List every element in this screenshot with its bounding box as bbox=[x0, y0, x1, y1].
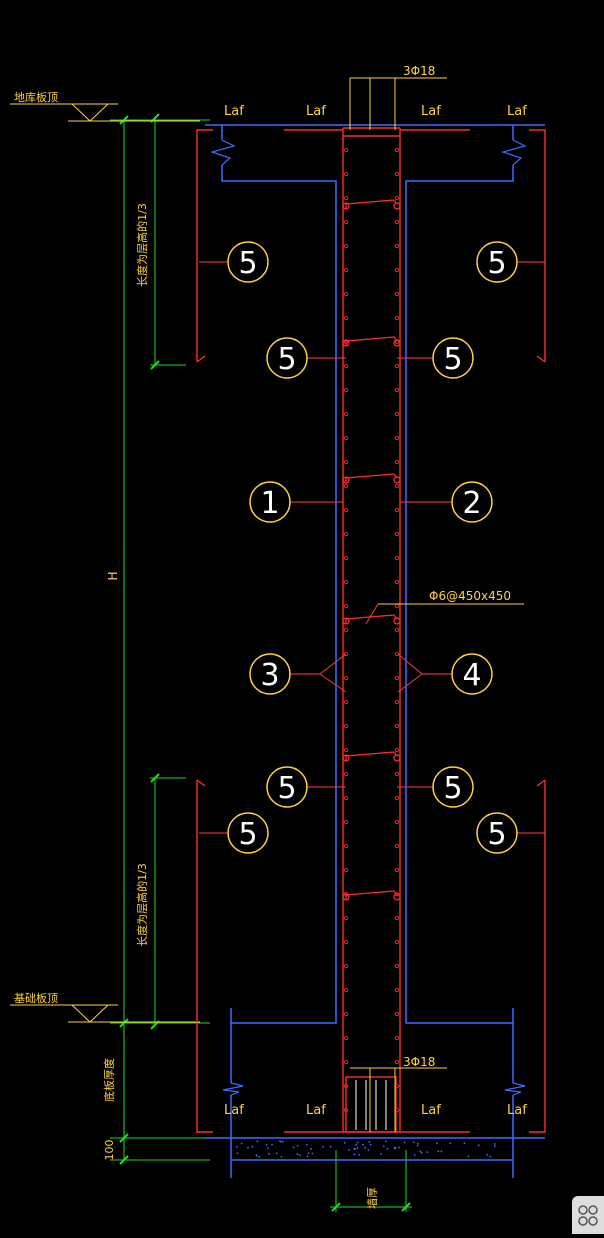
height-label: H bbox=[106, 571, 120, 580]
callout-circle-5-top-left: 5 bbox=[227, 241, 269, 283]
laf-label-bottom-1: Laf bbox=[224, 1103, 244, 1118]
callout-circle-5-bottom-right: 5 bbox=[476, 812, 518, 854]
svg-text:5: 5 bbox=[443, 342, 462, 377]
callout-circle-5-mid-left-upper: 5 bbox=[266, 337, 308, 379]
bottom-rebar-label: 3Φ18 bbox=[403, 1055, 435, 1069]
foundation-top-label: 基础板顶 bbox=[14, 991, 58, 1005]
callout-leaders bbox=[199, 261, 545, 834]
base-thickness-label: 底板厚度 bbox=[102, 1058, 116, 1102]
rebar-hatch bbox=[355, 1080, 387, 1130]
svg-text:4: 4 bbox=[462, 658, 481, 693]
upper-length-note: 长度为层高的1/3 bbox=[135, 203, 149, 287]
callout-circle-5-bottom-left: 5 bbox=[227, 812, 269, 854]
svg-text:5: 5 bbox=[238, 246, 257, 281]
callout-circle-5-mid-left-lower: 5 bbox=[266, 766, 308, 808]
callout-circle-4: 4 bbox=[451, 653, 493, 695]
base-100-label: 100 bbox=[103, 1140, 116, 1161]
top-rebar-label: 3Φ18 bbox=[403, 64, 435, 78]
callout-circle-3: 3 bbox=[249, 653, 291, 695]
laf-label-top-4: Laf bbox=[507, 104, 527, 119]
rebar-dots bbox=[343, 147, 399, 1113]
callout-circle-1: 1 bbox=[249, 481, 291, 523]
spec-leaders bbox=[349, 77, 524, 1132]
blinding-concrete-dots bbox=[236, 1140, 496, 1158]
slab-lines bbox=[205, 124, 545, 1178]
grid-icon[interactable] bbox=[572, 1196, 604, 1234]
callout-circle-5-mid-right-upper: 5 bbox=[432, 337, 474, 379]
level-symbol-bottom bbox=[10, 1004, 200, 1023]
svg-text:5: 5 bbox=[487, 817, 506, 852]
wall-rebar bbox=[196, 127, 546, 1133]
svg-text:1: 1 bbox=[260, 486, 279, 521]
tie-spec-label: Φ6@450x450 bbox=[429, 589, 511, 603]
svg-text:5: 5 bbox=[238, 817, 257, 852]
laf-label-top-3: Laf bbox=[421, 104, 441, 119]
laf-label-bottom-4: Laf bbox=[507, 1103, 527, 1118]
dimension-ticks bbox=[119, 113, 411, 1212]
callout-circle-5-mid-right-lower: 5 bbox=[432, 766, 474, 808]
laf-label-top-2: Laf bbox=[306, 104, 326, 119]
svg-text:3: 3 bbox=[260, 658, 279, 693]
laf-label-bottom-2: Laf bbox=[306, 1103, 326, 1118]
lower-length-note: 长度为层高的1/3 bbox=[135, 863, 149, 947]
svg-text:5: 5 bbox=[487, 246, 506, 281]
svg-text:5: 5 bbox=[443, 771, 462, 806]
svg-text:2: 2 bbox=[462, 486, 481, 521]
tie-bars bbox=[342, 199, 401, 901]
wall-thickness-label: 墙厚 bbox=[365, 1187, 379, 1209]
svg-text:5: 5 bbox=[277, 771, 296, 806]
slab-top-label: 地库板顶 bbox=[14, 90, 58, 104]
callout-circle-5-top-right: 5 bbox=[476, 241, 518, 283]
svg-text:5: 5 bbox=[277, 342, 296, 377]
laf-label-bottom-3: Laf bbox=[421, 1103, 441, 1118]
callout-circle-2: 2 bbox=[451, 481, 493, 523]
laf-label-top-1: Laf bbox=[224, 104, 244, 119]
level-symbol-top bbox=[10, 103, 200, 122]
break-symbols bbox=[209, 139, 527, 1096]
